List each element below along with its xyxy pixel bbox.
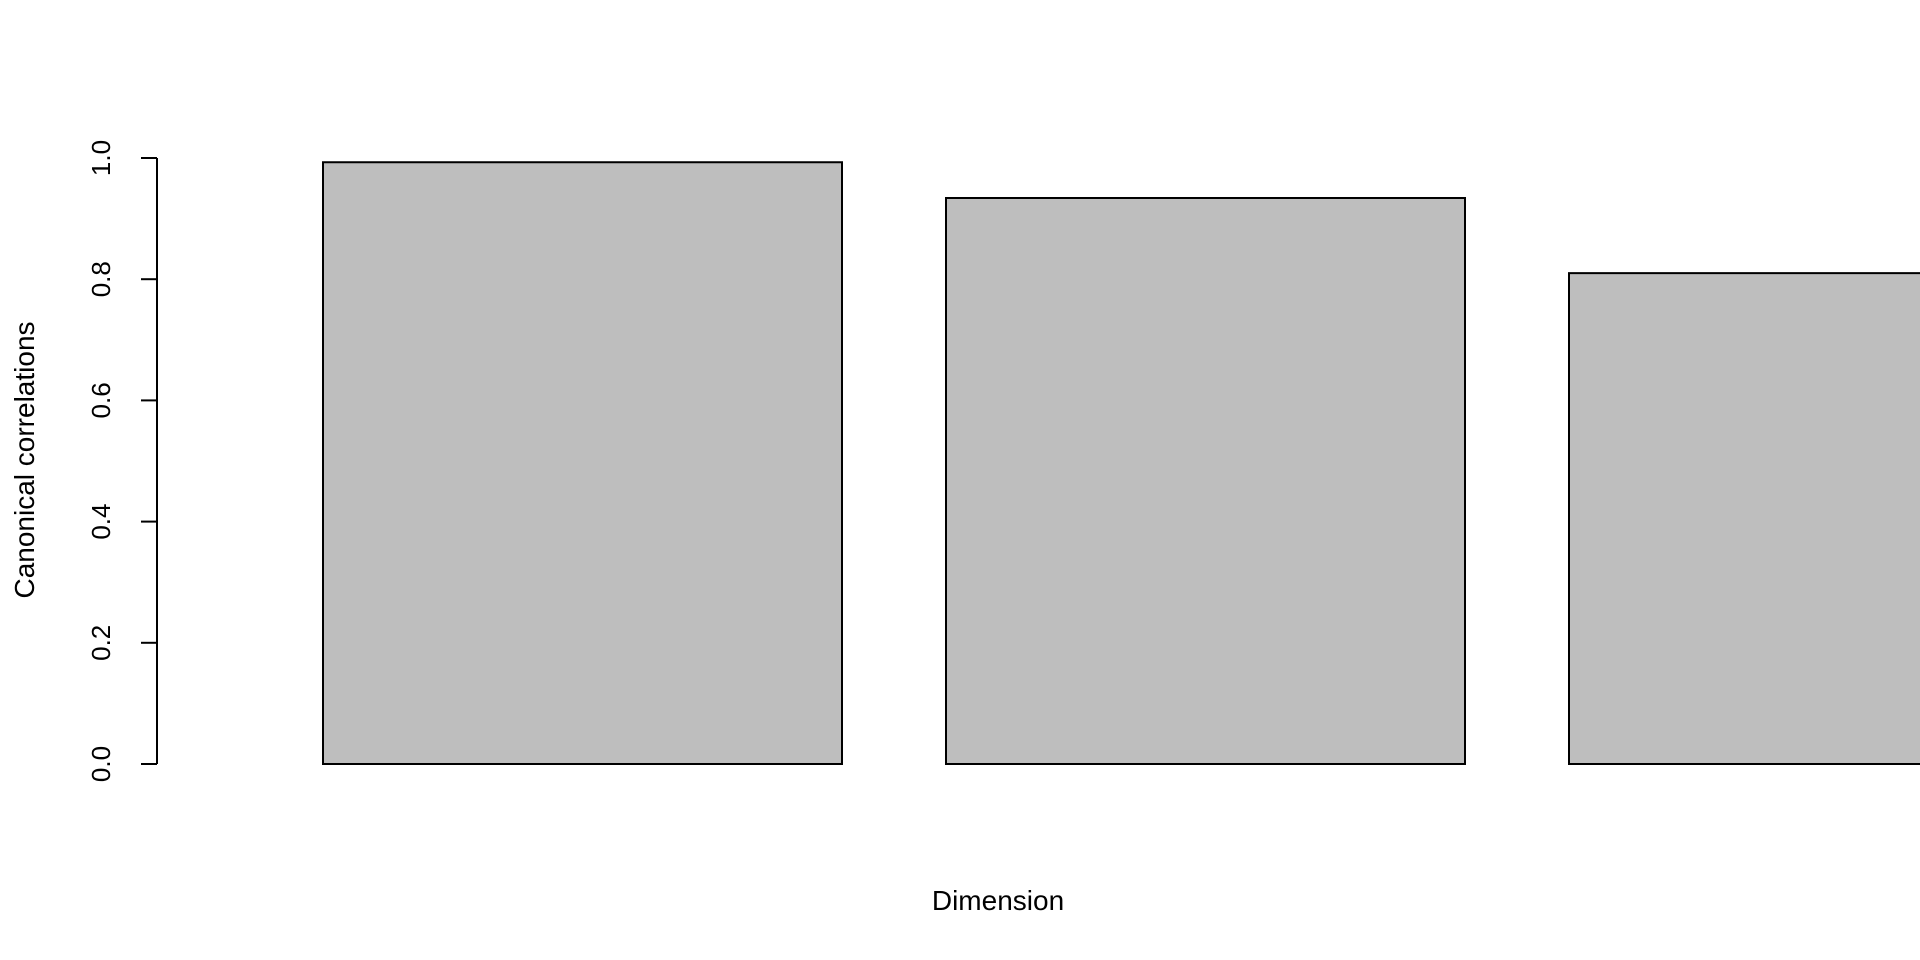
bars-group [322,161,1920,766]
y-axis: 0.0 0.2 0.4 0.6 0.8 1.0 [86,140,158,782]
y-tick-label-4: 0.8 [86,261,116,297]
y-tick-label-3: 0.6 [86,382,116,418]
bar-1 [322,161,843,765]
y-tick-label-5: 1.0 [86,140,116,176]
y-tick-label-0: 0.0 [86,746,116,782]
y-tick-label-2: 0.4 [86,504,116,540]
y-tick-label-1: 0.2 [86,625,116,661]
y-axis-title: Canonical correlations [9,321,40,598]
bar-3 [1568,272,1920,765]
bar-2 [945,196,1466,766]
x-axis-title: Dimension [932,885,1064,916]
